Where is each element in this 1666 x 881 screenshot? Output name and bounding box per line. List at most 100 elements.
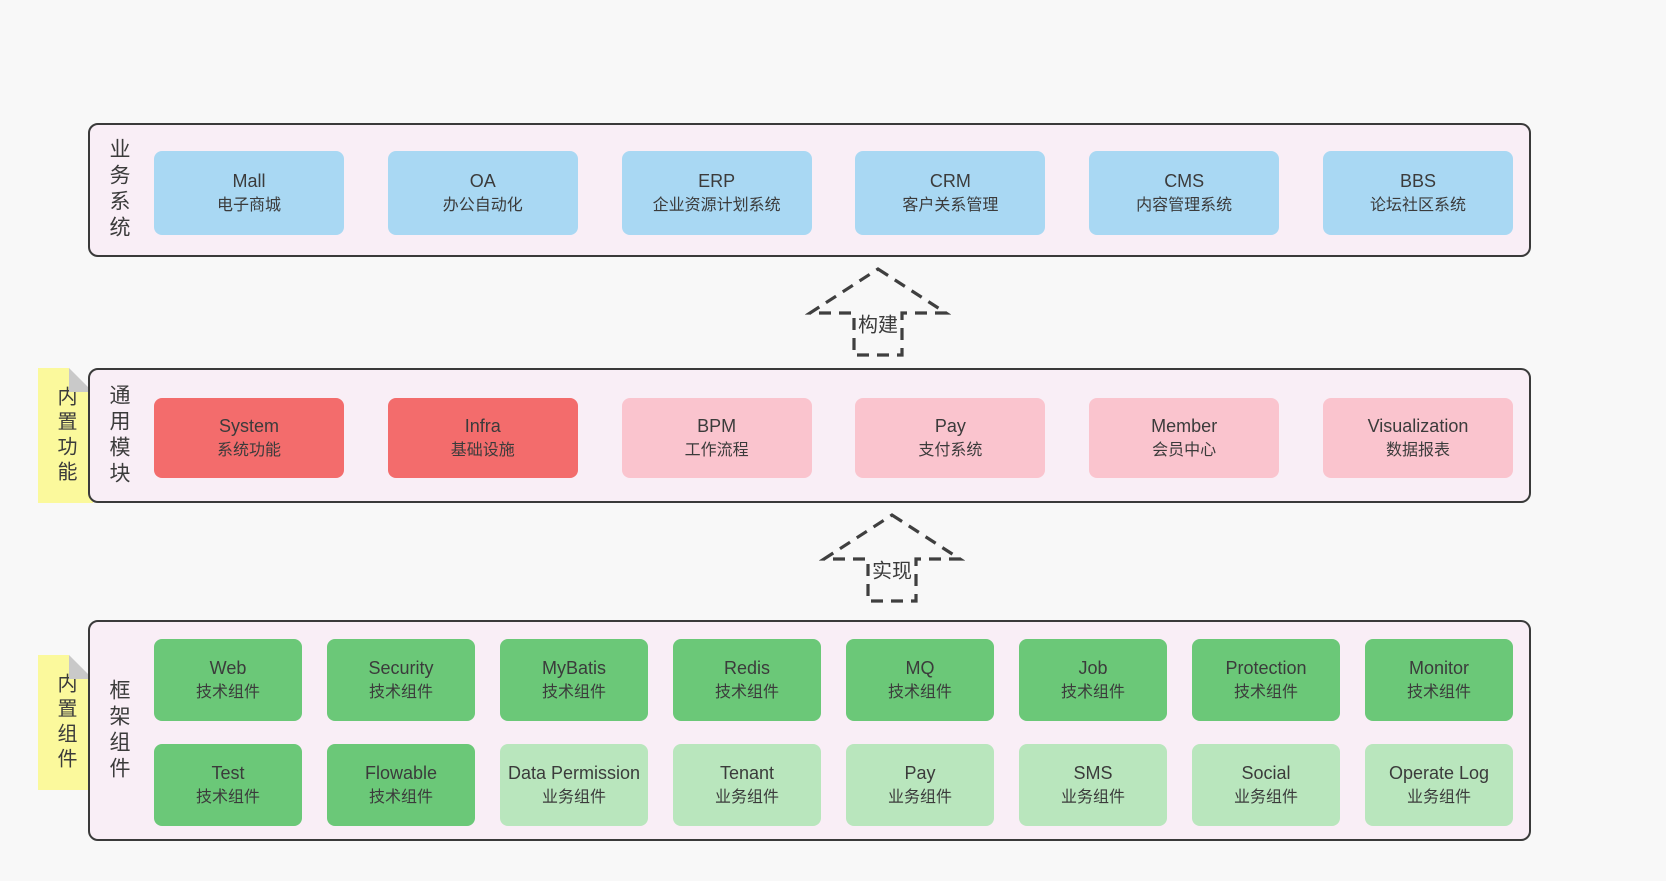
- box-protection: Protection 技术组件: [1192, 639, 1340, 721]
- box-operate-log: Operate Log 业务组件: [1365, 744, 1513, 826]
- implement-arrow: 实现: [819, 512, 965, 604]
- box-title: MQ: [905, 657, 935, 678]
- box-infra: Infra 基础设施: [387, 398, 578, 478]
- box-bbs: BBS 论坛社区系统: [1322, 151, 1513, 235]
- box-data-permission: Data Permission 业务组件: [500, 744, 648, 826]
- box-title: Protection: [1225, 657, 1307, 678]
- builtin-components-tag: 内置组件: [38, 655, 93, 790]
- box-title: Security: [368, 657, 434, 678]
- box-pay: Pay 支付系统: [855, 398, 1046, 478]
- box-redis: Redis 技术组件: [673, 639, 821, 721]
- box-subtitle: 系统功能: [216, 441, 281, 459]
- box-visualization: Visualization 数据报表: [1322, 398, 1513, 478]
- box-system: System 系统功能: [154, 398, 344, 478]
- box-flowable: Flowable 技术组件: [327, 744, 475, 826]
- box-subtitle: 基础设施: [450, 441, 515, 459]
- arrow-label: 实现: [870, 554, 914, 584]
- up-arrow-icon: [819, 513, 965, 603]
- box-job: Job 技术组件: [1019, 639, 1167, 721]
- framework-components-panel: 框架组件 Web 技术组件 Security 技术组件 MyBatis 技术组件…: [88, 620, 1531, 841]
- tag-label: 内置功能: [54, 385, 76, 486]
- box-title: System: [218, 415, 279, 436]
- box-test: Test 技术组件: [154, 744, 302, 826]
- box-web: Web 技术组件: [154, 639, 302, 721]
- box-title: Member: [1151, 415, 1218, 436]
- box-tenant: Tenant 业务组件: [673, 744, 821, 826]
- box-subtitle: 业务组件: [887, 788, 952, 806]
- box-member: Member 会员中心: [1089, 398, 1280, 478]
- box-mall: Mall 电子商城: [154, 151, 344, 235]
- box-mq: MQ 技术组件: [846, 639, 994, 721]
- box-subtitle: 内容管理系统: [1136, 196, 1233, 214]
- up-arrow-icon: [805, 267, 951, 357]
- box-title: BBS: [1399, 170, 1436, 191]
- box-subtitle: 技术组件: [541, 683, 606, 701]
- box-title: Operate Log: [1388, 762, 1490, 783]
- box-title: Visualization: [1367, 415, 1469, 436]
- box-title: CMS: [1164, 170, 1205, 191]
- modules-boxes-row: System 系统功能 Infra 基础设施 BPM 工作流程 Pay 支付系统…: [154, 398, 1513, 478]
- box-subtitle: 会员中心: [1152, 441, 1217, 459]
- box-title: Pay: [934, 415, 966, 436]
- box-oa: OA 办公自动化: [387, 151, 578, 235]
- box-subtitle: 数据报表: [1385, 441, 1450, 459]
- box-subtitle: 业务组件: [714, 788, 779, 806]
- box-subtitle: 办公自动化: [442, 196, 523, 214]
- box-subtitle: 工作流程: [684, 441, 749, 459]
- box-title: OA: [469, 170, 496, 191]
- box-subtitle: 技术组件: [1406, 683, 1471, 701]
- box-title: Monitor: [1408, 657, 1470, 678]
- box-subtitle: 论坛社区系统: [1369, 196, 1466, 214]
- box-subtitle: 技术组件: [1060, 683, 1125, 701]
- box-title: Pay: [904, 762, 936, 783]
- box-subtitle: 技术组件: [195, 788, 260, 806]
- panel-label-business: 业务系统: [107, 138, 130, 242]
- box-erp: ERP 企业资源计划系统: [621, 151, 812, 235]
- build-arrow: 构建: [805, 266, 951, 358]
- box-subtitle: 业务组件: [1233, 788, 1298, 806]
- box-title: Infra: [464, 415, 501, 436]
- box-cms: CMS 内容管理系统: [1089, 151, 1280, 235]
- box-subtitle: 业务组件: [541, 788, 606, 806]
- box-title: Tenant: [719, 762, 775, 783]
- box-title: Social: [1241, 762, 1291, 783]
- box-subtitle: 企业资源计划系统: [652, 196, 781, 214]
- box-title: Mall: [232, 170, 266, 191]
- builtin-features-tag: 内置功能: [38, 368, 93, 503]
- box-title: Data Permission: [507, 762, 641, 783]
- box-pay-business: Pay 业务组件: [846, 744, 994, 826]
- box-subtitle: 电子商城: [216, 196, 281, 214]
- box-monitor: Monitor 技术组件: [1365, 639, 1513, 721]
- box-subtitle: 技术组件: [714, 683, 779, 701]
- box-sms: SMS 业务组件: [1019, 744, 1167, 826]
- business-systems-panel: 业务系统 Mall 电子商城 OA 办公自动化 ERP 企业资源计划系统 CRM…: [88, 123, 1531, 257]
- common-modules-panel: 通用模块 System 系统功能 Infra 基础设施 BPM 工作流程 Pay…: [88, 368, 1531, 503]
- framework-row-2: Test 技术组件 Flowable 技术组件 Data Permission …: [154, 744, 1513, 826]
- box-subtitle: 业务组件: [1406, 788, 1471, 806]
- box-subtitle: 业务组件: [1060, 788, 1125, 806]
- box-subtitle: 技术组件: [368, 683, 433, 701]
- box-title: Redis: [723, 657, 771, 678]
- box-title: BPM: [697, 415, 737, 436]
- box-crm: CRM 客户关系管理: [855, 151, 1046, 235]
- arrow-label: 构建: [856, 308, 900, 338]
- box-title: Job: [1078, 657, 1108, 678]
- box-title: Test: [211, 762, 245, 783]
- box-security: Security 技术组件: [327, 639, 475, 721]
- box-title: Flowable: [364, 762, 438, 783]
- panel-label-modules: 通用模块: [107, 383, 130, 488]
- box-subtitle: 技术组件: [195, 683, 260, 701]
- tag-label: 内置组件: [54, 672, 76, 773]
- box-subtitle: 技术组件: [368, 788, 433, 806]
- panel-label-framework: 框架组件: [107, 678, 130, 783]
- box-social: Social 业务组件: [1192, 744, 1340, 826]
- box-title: CRM: [929, 170, 971, 191]
- box-bpm: BPM 工作流程: [621, 398, 812, 478]
- framework-row-1: Web 技术组件 Security 技术组件 MyBatis 技术组件 Redi…: [154, 639, 1513, 721]
- box-subtitle: 技术组件: [1233, 683, 1298, 701]
- box-title: Web: [209, 657, 247, 678]
- box-subtitle: 支付系统: [918, 441, 983, 459]
- box-subtitle: 技术组件: [887, 683, 952, 701]
- business-boxes-row: Mall 电子商城 OA 办公自动化 ERP 企业资源计划系统 CRM 客户关系…: [154, 151, 1513, 235]
- box-title: ERP: [698, 170, 736, 191]
